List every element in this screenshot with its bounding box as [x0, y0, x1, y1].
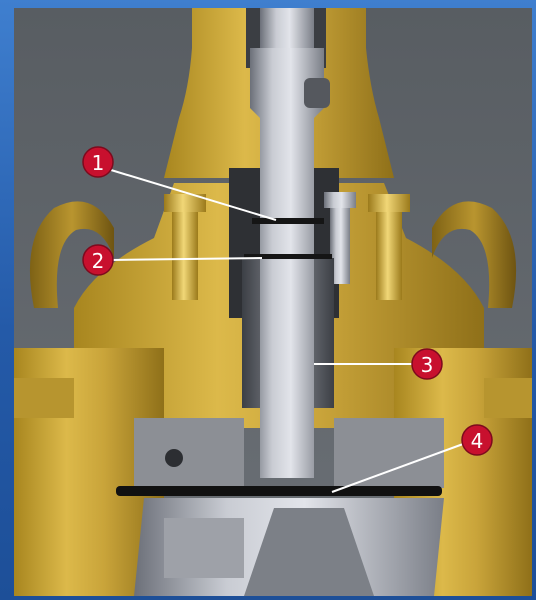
callout-label-3: 3: [421, 353, 434, 377]
callout-1-leader: [110, 169, 277, 221]
callout-2-leader: [110, 257, 263, 261]
callout-label-1: 1: [92, 151, 105, 175]
callout-label-4: 4: [471, 429, 484, 453]
callout-marker-4: 4: [461, 424, 493, 456]
callout-marker-2: 2: [82, 244, 114, 276]
cutaway-illustration-panel: 1 2 3 4: [14, 8, 532, 596]
callout-marker-1: 1: [82, 146, 114, 178]
callout-marker-3: 3: [411, 348, 443, 380]
callout-4-leader: [331, 439, 475, 493]
valve-cutaway-illustration: 1 2 3 4: [14, 8, 532, 596]
callout-label-2: 2: [92, 249, 105, 273]
